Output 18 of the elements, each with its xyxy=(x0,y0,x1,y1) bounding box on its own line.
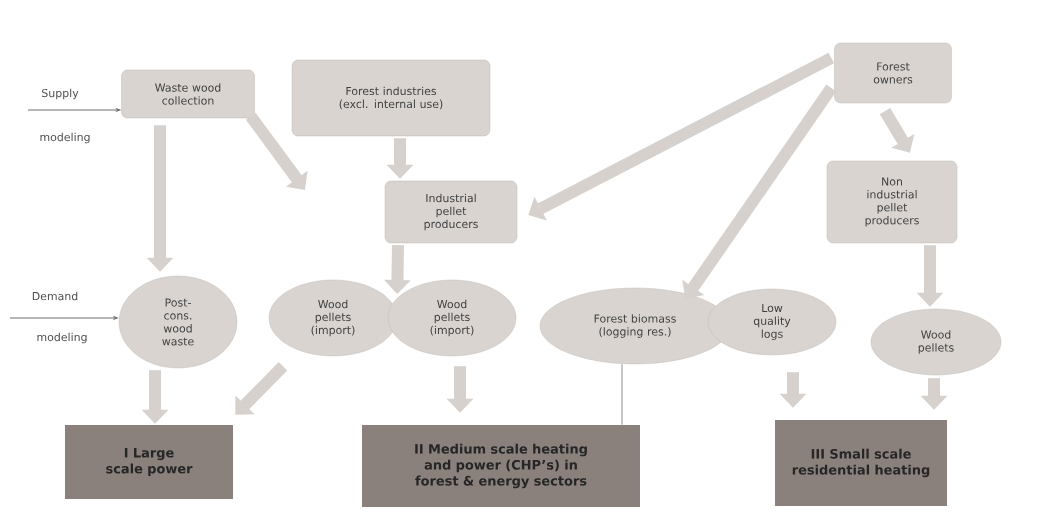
block-arrow xyxy=(245,112,308,190)
axis-label: modeling xyxy=(40,132,90,144)
axis-label: Demand xyxy=(32,291,78,301)
sector-box: I Large scale power xyxy=(65,425,233,499)
block-arrow xyxy=(682,84,837,299)
process-box: Forest owners xyxy=(834,42,952,104)
axis-label: Supply xyxy=(42,88,79,100)
process-box: Non industrial pellet producers xyxy=(826,160,958,244)
block-arrow xyxy=(528,52,835,221)
sector-box: III Small scale residential heating xyxy=(775,420,947,506)
block-arrow xyxy=(235,362,288,415)
sector-box: II Medium scale heating and power (CHP’s) in forest & energy sectors xyxy=(362,425,640,507)
block-arrow xyxy=(879,108,915,153)
connector-line xyxy=(621,363,623,426)
axis-label: modeling xyxy=(37,332,87,344)
process-box: Forest industries (excl. internal use) xyxy=(291,59,491,137)
process-box: Industrial pellet producers xyxy=(384,180,518,244)
process-box: Waste wood collection xyxy=(121,69,255,119)
